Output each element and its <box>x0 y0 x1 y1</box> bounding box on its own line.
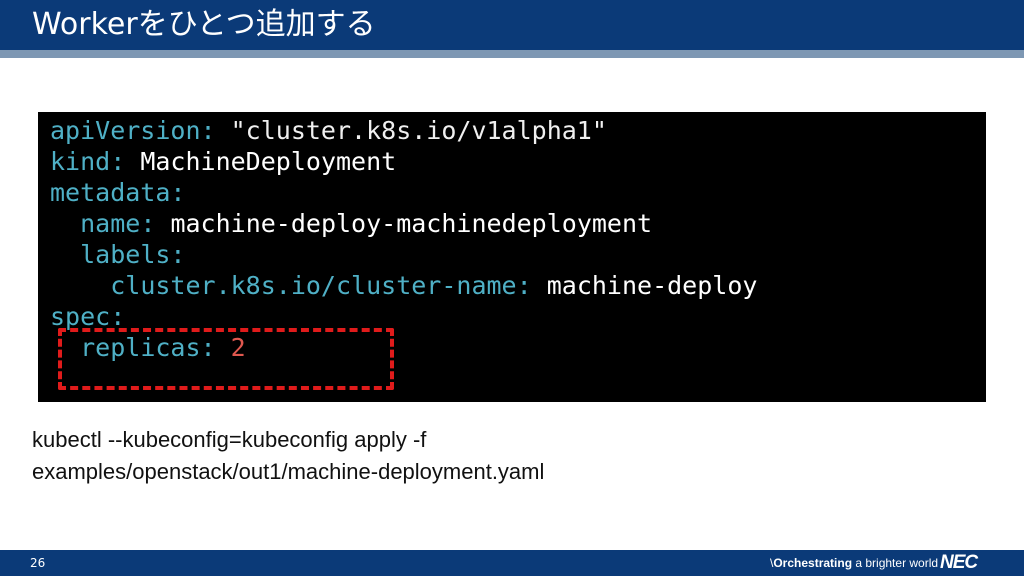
yaml-key: spec <box>50 302 111 331</box>
replicas-highlight-box <box>58 328 394 390</box>
footer-bar: 26 \Orchestrating a brighter world NEC <box>0 550 1024 576</box>
slide-title: Workerをひとつ追加する <box>32 7 376 42</box>
code-line-replicas: replicas: 2 <box>50 333 246 363</box>
title-bar: Workerをひとつ追加する <box>0 0 1024 50</box>
title-rule <box>0 50 1024 58</box>
yaml-key: name <box>80 209 141 238</box>
yaml-separator: : <box>200 116 231 145</box>
code-line-apiversion: apiVersion: "cluster.k8s.io/v1alpha1" <box>50 116 607 146</box>
code-panel: apiVersion: "cluster.k8s.io/v1alpha1" ki… <box>38 112 986 402</box>
command-line-1: kubectl --kubeconfig=kubeconfig apply -f <box>32 427 427 452</box>
yaml-key: kind <box>50 147 111 176</box>
yaml-value: machine-deploy-machinedeployment <box>170 209 653 238</box>
slogan-rest: a brighter world <box>852 556 939 570</box>
yaml-separator: : <box>200 333 231 362</box>
nec-logo: NEC <box>940 552 978 573</box>
slogan: \Orchestrating a brighter world <box>770 555 938 571</box>
yaml-separator: : <box>140 209 171 238</box>
yaml-key: labels <box>80 240 171 269</box>
yaml-key: metadata <box>50 178 171 207</box>
yaml-separator: : <box>170 240 186 269</box>
code-line-cluster-name: cluster.k8s.io/cluster-name: machine-dep… <box>50 271 757 301</box>
code-line-labels: labels: <box>50 240 185 270</box>
code-line-kind: kind: MachineDeployment <box>50 147 396 177</box>
code-line-name: name: machine-deploy-machinedeployment <box>50 209 652 239</box>
slogan-strong: Orchestrating <box>773 556 853 570</box>
command-text: kubectl --kubeconfig=kubeconfig apply -f… <box>32 424 544 488</box>
yaml-value: machine-deploy <box>546 271 758 300</box>
yaml-separator: : <box>110 147 141 176</box>
yaml-value-replicas: 2 <box>230 333 246 362</box>
yaml-separator: : <box>516 271 547 300</box>
command-line-2: examples/openstack/out1/machine-deployme… <box>32 459 545 484</box>
yaml-key: apiVersion <box>50 116 201 145</box>
code-line-metadata: metadata: <box>50 178 185 208</box>
yaml-key: replicas <box>80 333 201 362</box>
code-line-spec: spec: <box>50 302 125 332</box>
yaml-value: MachineDeployment <box>140 147 397 176</box>
yaml-separator: : <box>110 302 126 331</box>
yaml-value: "cluster.k8s.io/v1alpha1" <box>230 116 607 145</box>
page-number: 26 <box>30 556 46 570</box>
yaml-key: cluster.k8s.io/cluster-name <box>110 271 517 300</box>
yaml-separator: : <box>170 178 186 207</box>
slogan-backslash: \ <box>770 556 774 570</box>
